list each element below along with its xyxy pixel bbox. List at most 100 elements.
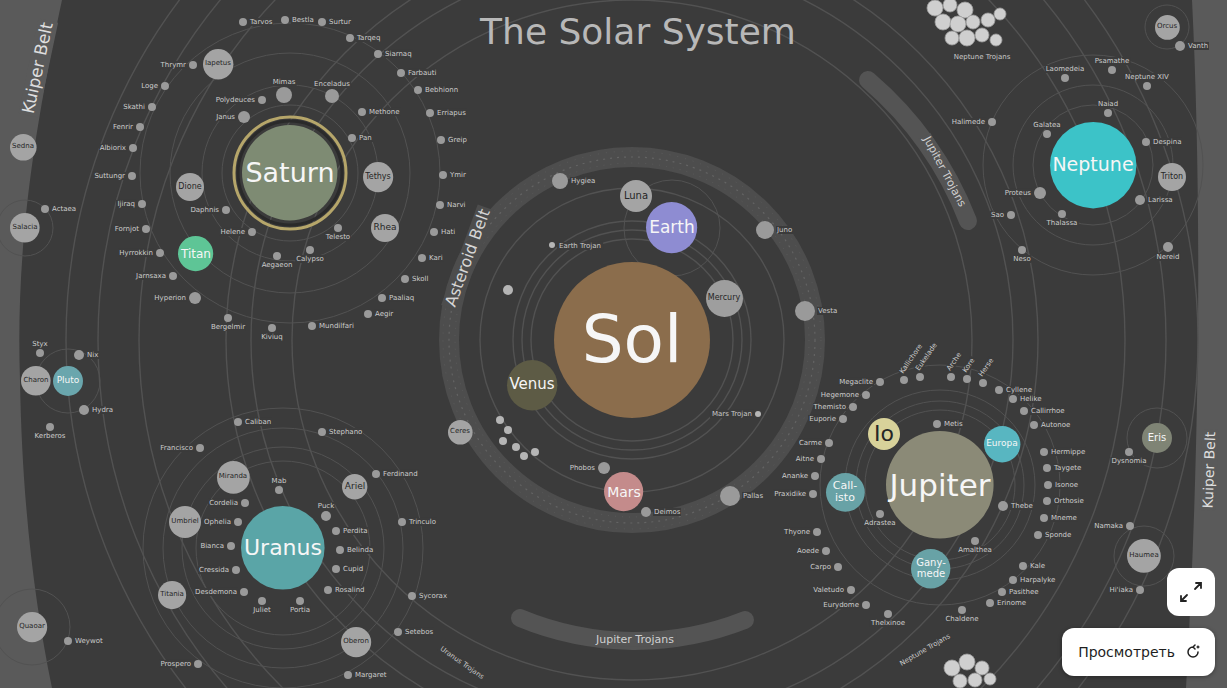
body-disc [1135, 195, 1145, 205]
body-name: Gany- mede [916, 558, 946, 579]
body-name: Actaea [51, 205, 77, 213]
body-disc [189, 61, 197, 69]
body-disc-fill [507, 360, 557, 410]
body-disc-fill [344, 671, 352, 679]
body-disc [161, 82, 169, 90]
body-name: Portia [289, 606, 311, 614]
body-name: Hygiea [570, 177, 596, 185]
orbit [0, 589, 70, 665]
trojan-dot [981, 13, 995, 27]
body-circle: Mercury [706, 280, 743, 317]
orbit [513, 221, 751, 459]
body-disc-fill [847, 586, 855, 594]
body-circle: Hi'iaka [1136, 586, 1144, 594]
body-name: Telesto [325, 233, 351, 241]
body-disc-fill [1043, 130, 1051, 138]
body-name: Iapetus [205, 60, 231, 67]
planet-circle: Saturn [242, 125, 337, 220]
orbit [196, 461, 370, 635]
body-circle: Thelxinoe [884, 610, 892, 618]
body-name: Aoede [796, 547, 820, 555]
body-disc-fill [332, 527, 340, 535]
body-circle: Kore [963, 375, 971, 383]
body-circle: Hermippe [1040, 448, 1048, 456]
body-disc [401, 275, 409, 283]
body-name: Albiorix [99, 144, 127, 152]
body-circle: Siarnaq [374, 50, 382, 58]
body-disc [1030, 421, 1038, 429]
body-circle: Metis [933, 420, 941, 428]
body-disc [998, 588, 1006, 596]
body-name: Despina [1152, 138, 1182, 146]
body-name: Helike [1019, 395, 1043, 403]
body-disc [318, 428, 326, 436]
body-circle: Vanth [1175, 41, 1185, 51]
body-circle: Quaoar [17, 612, 47, 642]
body-disc-fill [439, 171, 447, 179]
body-circle: Aitne [817, 455, 825, 463]
body-circle: Cordelia [241, 499, 249, 507]
body-disc [862, 601, 870, 609]
body-circle: Neso [1018, 246, 1026, 254]
body-circle: Galatea [1043, 130, 1051, 138]
body-disc-fill [988, 118, 996, 126]
body-name: Belinda [346, 546, 374, 554]
body-name: Thalassa [1046, 219, 1079, 227]
body-disc-fill [426, 109, 434, 117]
body-name: Perdita [342, 527, 368, 535]
orbit [163, 428, 403, 668]
body-name: Thyone [783, 528, 811, 536]
body-name: Uranus [244, 536, 322, 559]
body-disc [933, 420, 941, 428]
body-circle: Thyone [813, 528, 821, 536]
body-circle: Kallichore [900, 376, 908, 384]
body-disc [947, 373, 955, 381]
body-disc-fill [1142, 138, 1150, 146]
body-circle: Cupid [332, 565, 340, 573]
body-name: Polydeuces [215, 96, 256, 104]
trojan-dot [927, 0, 943, 16]
body-name: Tarvos [249, 18, 273, 26]
body-disc-fill [834, 563, 842, 571]
region-label: Jupiter Trojans [594, 634, 676, 647]
body-circle: Phobos [598, 462, 610, 474]
body-disc [222, 206, 230, 214]
body-name: Pan [358, 134, 373, 142]
body-name: Haumea [1129, 552, 1158, 559]
body-disc [273, 252, 281, 260]
body-circle: Fornjot [142, 225, 150, 233]
body-disc-fill [224, 314, 232, 322]
body-name: Titania [160, 591, 184, 598]
body-disc [364, 310, 372, 318]
body-circle: Titania [158, 581, 186, 609]
trojan-dot [943, 0, 957, 12]
planet-circle: Neptune [1050, 122, 1136, 208]
body-disc-fill [825, 439, 833, 447]
body-name: Bestla [291, 16, 315, 24]
body-name: Umbriel [171, 518, 198, 525]
body-circle: Aegaeon [273, 252, 281, 260]
body-disc [1009, 395, 1017, 403]
body-name: Paaliaq [388, 294, 415, 302]
body-disc-fill [17, 612, 47, 642]
body-circle: Ijiraq [138, 200, 146, 208]
body-disc-fill [1020, 407, 1028, 415]
body-disc [418, 254, 426, 262]
body-disc-fill [325, 89, 339, 103]
body-name: Carpo [809, 563, 832, 571]
body-disc-fill [1018, 246, 1026, 254]
body-disc [408, 592, 416, 600]
body-circle: Eukelade [916, 373, 924, 381]
body-disc-fill [346, 34, 354, 42]
body-circle: Juliet [258, 597, 266, 605]
body-disc-fill [227, 542, 235, 550]
body-name: Megaclite [838, 378, 874, 386]
body-disc [358, 108, 366, 116]
body-name: Halimede [951, 118, 986, 126]
body-circle: Io [868, 418, 900, 450]
body-disc-fill [10, 213, 40, 243]
body-disc-fill [811, 472, 819, 480]
body-name: Eris [1148, 433, 1166, 444]
